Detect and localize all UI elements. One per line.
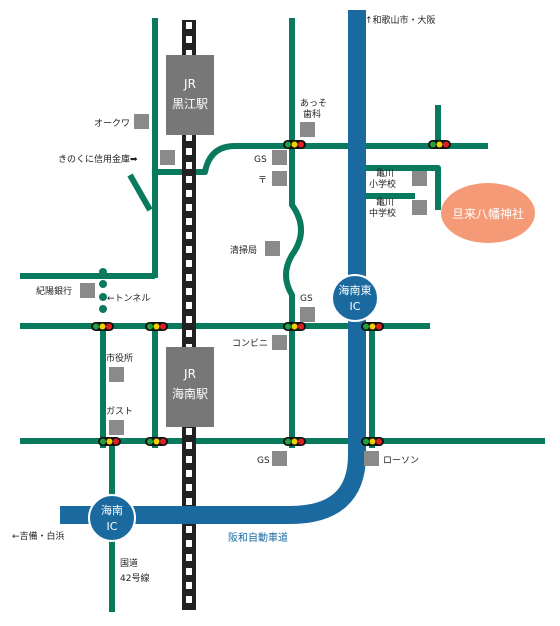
- signal-top-gs: [283, 140, 306, 149]
- expressway-label: 阪和自動車道: [228, 531, 288, 544]
- signal-bot-rail: [145, 437, 168, 446]
- station-kuroe-line: JR: [183, 77, 196, 91]
- dental-label-1: あっそ: [300, 98, 327, 109]
- traffic-signals: [91, 140, 451, 446]
- gusto-box: [109, 420, 124, 435]
- route42-label-1: 国道: [120, 557, 138, 569]
- signal-bot-gs: [283, 437, 306, 446]
- jr-railway: [182, 20, 196, 610]
- shrine-label: 旦来八幡神社: [452, 206, 524, 221]
- city-hall-label: 市役所: [106, 352, 133, 364]
- gs-south-box: [272, 451, 287, 466]
- gs-middle-box: [300, 307, 315, 322]
- kiyo-bank-label: 紀陽銀行: [36, 285, 72, 297]
- bank-label: きのくに信用金庫➡: [58, 153, 138, 165]
- route42-label-2: 42号線: [120, 572, 149, 584]
- dental-label-2: 歯科: [303, 108, 321, 120]
- conv-label: コンビニ: [232, 338, 268, 349]
- road-top-horizontal: [155, 143, 445, 175]
- elem-school-box: [412, 171, 427, 186]
- hanwa-expressway: [60, 10, 366, 524]
- junior-school-label-1: 亀川: [376, 196, 394, 208]
- shrine-tanrai-hachiman: 旦来八幡神社: [441, 183, 535, 243]
- lawson-label: ローソン: [383, 456, 419, 466]
- okuwa-label: オークワ: [94, 118, 130, 129]
- okuwa-box: [134, 114, 149, 129]
- road-bank-diagonal: [127, 173, 153, 212]
- ic-kainan-higashi-label: IC: [350, 300, 361, 313]
- kiyo-bank-box: [80, 283, 95, 298]
- ic-kainan: 海南 IC: [88, 494, 136, 542]
- signal-bot-west: [98, 437, 121, 446]
- station-kainan-line: JR: [183, 367, 196, 381]
- station-kuroe-name: 黒江駅: [172, 97, 208, 111]
- elem-school-label-1: 亀川: [376, 167, 394, 179]
- ic-kainan-name: 海南: [101, 503, 123, 517]
- conv-box: [272, 335, 287, 350]
- bank-box: [160, 150, 175, 165]
- signal-mid-west: [91, 322, 114, 331]
- ic-kainan-label: IC: [107, 520, 118, 533]
- station-kainan-name: 海南駅: [172, 386, 208, 401]
- gs-south-label: GS: [257, 456, 270, 466]
- station-kuroe: JR 黒江駅: [166, 55, 214, 135]
- dental-box: [300, 122, 315, 137]
- post-box: [272, 171, 287, 186]
- junior-school-box: [412, 200, 427, 215]
- post-label: 〒: [258, 176, 267, 186]
- ic-kainan-higashi-name: 海南東: [339, 283, 372, 297]
- tunnel-dots: [99, 268, 107, 313]
- signal-mid-rail: [145, 322, 168, 331]
- junior-school-label-2: 中学校: [369, 207, 396, 219]
- elem-school-label-2: 小学校: [369, 178, 396, 190]
- signal-top-east: [428, 140, 451, 149]
- landmark-boxes: [80, 114, 427, 466]
- gs-middle-label: GS: [300, 294, 313, 304]
- station-kainan: JR 海南駅: [166, 347, 214, 427]
- gs-north-label: GS: [254, 155, 267, 165]
- direction-west-label: ←吉備・白浜: [12, 530, 65, 542]
- signal-mid-east: [361, 322, 384, 331]
- cleaning-box: [265, 241, 280, 256]
- gs-north-box: [272, 150, 287, 165]
- signal-mid-gs: [283, 322, 306, 331]
- signal-bot-east: [361, 437, 384, 446]
- road-winding-vertical: [283, 18, 304, 448]
- tunnel-label: ←トンネル: [107, 293, 150, 304]
- lawson-box: [364, 451, 379, 466]
- gusto-label: ガスト: [106, 406, 133, 417]
- road-school-spur: [355, 165, 441, 210]
- direction-north-label: ↑和歌山市・大阪: [365, 14, 436, 26]
- cleaning-label: 清掃局: [230, 244, 257, 256]
- ic-kainan-higashi: 海南東 IC: [331, 274, 379, 322]
- city-hall-box: [109, 367, 124, 382]
